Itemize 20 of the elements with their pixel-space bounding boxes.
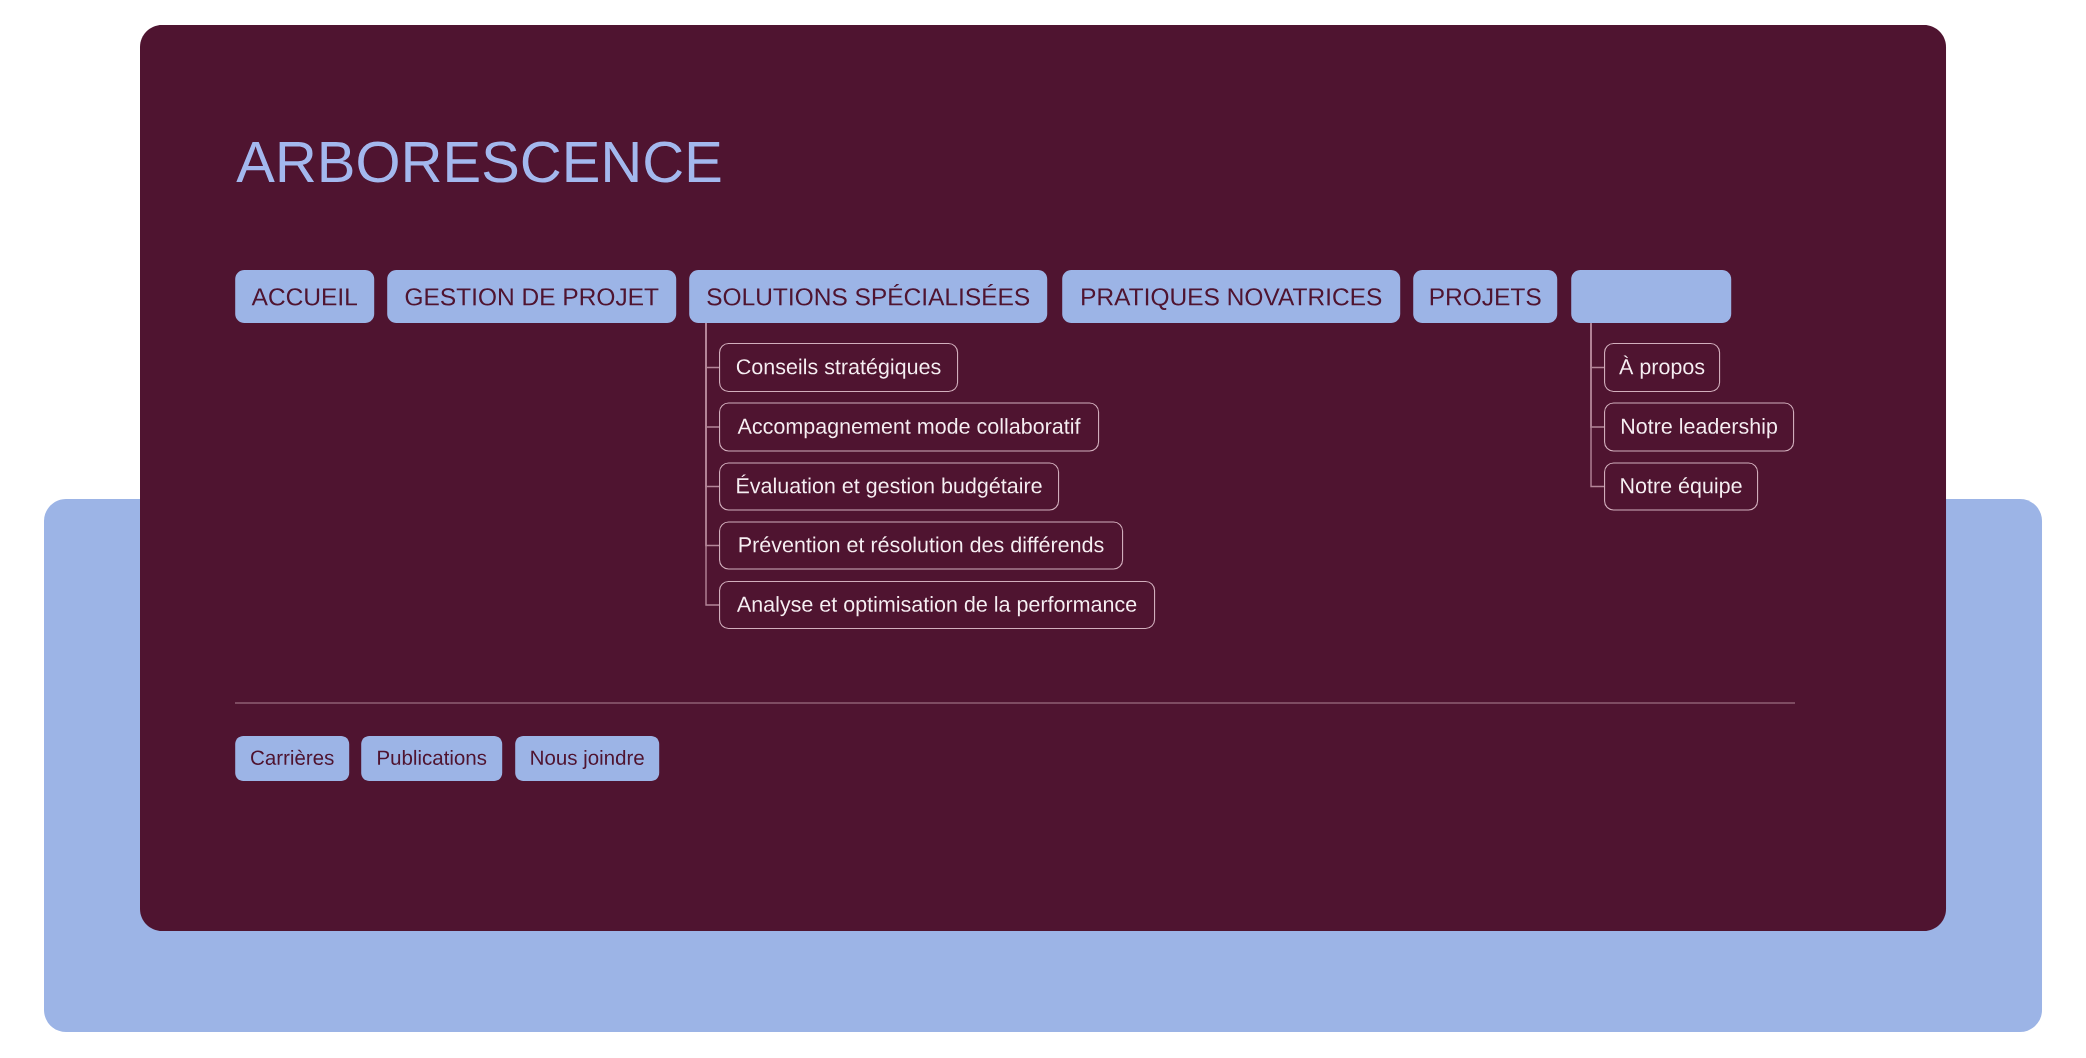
page-box: ACCUEIL bbox=[235, 270, 375, 323]
subpage-box: Prévention et résolution des différends bbox=[719, 521, 1124, 570]
subpage-box: Évaluation et gestion budgétaire bbox=[719, 462, 1060, 511]
subpage-box: Conseils stratégiques bbox=[719, 342, 959, 393]
footer-page-box: Carrières bbox=[235, 736, 350, 781]
title: ARBORESCENCE bbox=[236, 141, 721, 183]
subpage-box: Notre leadership bbox=[1604, 402, 1795, 452]
page-box bbox=[1571, 270, 1732, 323]
page-box: PROJETS bbox=[1413, 270, 1558, 323]
page-box: GESTION DE PROJET bbox=[387, 270, 677, 323]
tree-line bbox=[705, 322, 720, 606]
subpage-box: À propos bbox=[1604, 342, 1721, 393]
subpage-box: Analyse et optimisation de la performance bbox=[719, 580, 1156, 630]
subpage-box: Accompagnement mode collaboratif bbox=[719, 402, 1100, 452]
footer-page-box: Publications bbox=[361, 736, 503, 781]
footer-page-box: Nous joindre bbox=[515, 736, 660, 781]
subpage-box: Notre équipe bbox=[1604, 462, 1759, 511]
tree-line bbox=[1590, 322, 1605, 488]
page-box: PRATIQUES NOVATRICES bbox=[1062, 270, 1401, 323]
page-box: SOLUTIONS SPÉCIALISÉES bbox=[689, 270, 1048, 323]
